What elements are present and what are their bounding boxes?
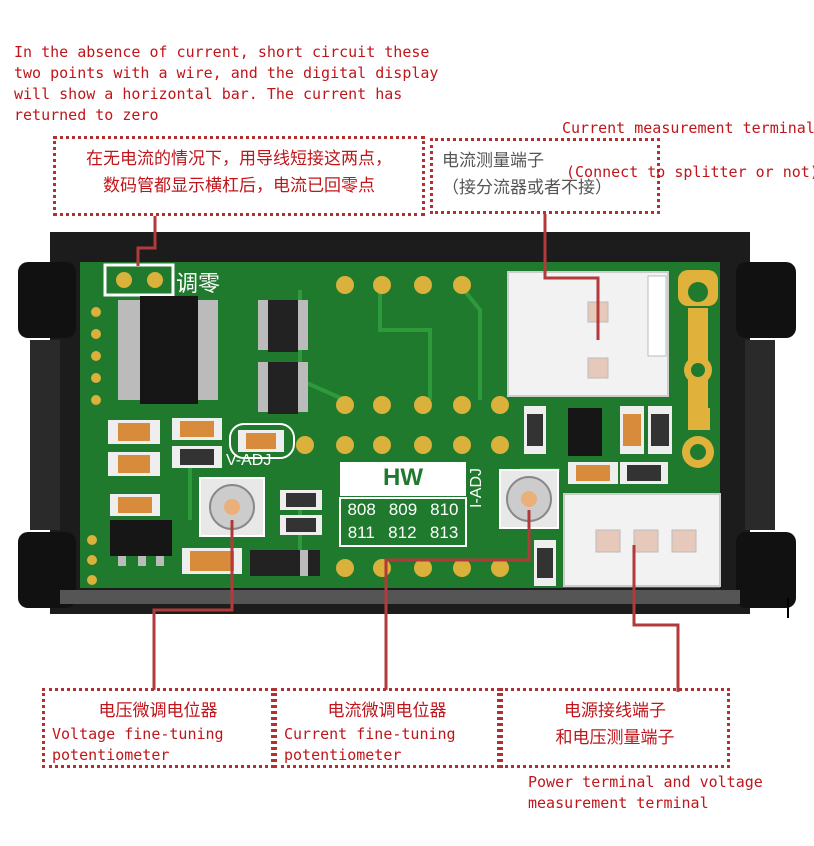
- housing-side-left: [30, 340, 60, 530]
- zero-pad-1: [116, 272, 132, 288]
- zero-pad-2: [147, 272, 163, 288]
- transistor-chip: [568, 408, 602, 456]
- hw-codes-frame: [339, 497, 467, 547]
- hw-code-810: 810: [430, 500, 459, 519]
- power-terminal-cn-line2: 和电压测量端子: [555, 728, 675, 748]
- power-terminal-box: [500, 688, 730, 768]
- regulator-chip: [110, 520, 172, 556]
- power-terminal-cn-line1: 电源接线端子: [564, 701, 666, 721]
- housing-clip-bottom-left: [18, 532, 76, 608]
- current-terminal-cn-line2: （接分流器或者不接）: [442, 178, 612, 198]
- hw-code-812: 812: [388, 523, 417, 542]
- leader-lines: [136, 214, 680, 692]
- hw-code-813: 813: [429, 523, 459, 542]
- vadj-label: V-ADJ: [226, 452, 272, 469]
- zero-adjust-note-box: [53, 136, 425, 216]
- smd-capacitors: [108, 406, 672, 586]
- voltage-pot-box: [42, 688, 274, 768]
- zero-adjust-note-en: In the absence of current, short circuit…: [14, 43, 439, 124]
- housing-clip-bottom-right: [736, 532, 796, 608]
- housing-clip-top-right: [736, 262, 796, 338]
- housing-side-right: [745, 340, 775, 530]
- hw-label-bg: [340, 462, 466, 496]
- zero-adjust-note-cn-line2: 数码管都显示横杠后，电流已回零点: [103, 176, 375, 196]
- hw-label: HW: [383, 464, 423, 491]
- iadj-label: I-ADJ: [468, 468, 485, 508]
- housing-clip-top-left: [18, 262, 76, 338]
- current-terminal-label-en: Current measurement terminal: [562, 119, 814, 137]
- vadj-outline: [229, 423, 295, 459]
- inductor-1: [268, 300, 298, 352]
- voltage-pot-label-en: Voltage fine-tuning potentiometer: [52, 725, 224, 764]
- inductor-2: [268, 362, 298, 414]
- voltage-pot-label-cn: 电压微调电位器: [98, 701, 218, 721]
- current-terminal-box: [430, 138, 660, 214]
- power-terminal-label-cn: 电源接线端子 和电压测量端子: [500, 698, 730, 752]
- hw-code-808: 808: [347, 500, 376, 519]
- hw-code-811: 811: [347, 523, 375, 542]
- hw-codes-row2: 811 812 813: [341, 523, 465, 543]
- pin-column-left: [87, 307, 101, 585]
- zero-adjust-note-cn-line1: 在无电流的情况下，用导线短接这两点，: [86, 149, 392, 169]
- hw-code-809: 809: [388, 500, 418, 519]
- power-terminal-label-en: Power terminal and voltage measurement t…: [528, 773, 763, 812]
- zero-adjust-note-cn: 在无电流的情况下，用导线短接这两点， 数码管都显示横杠后，电流已回零点: [58, 146, 420, 200]
- current-pot-box: [274, 688, 500, 768]
- display-pin-holes: [296, 276, 509, 577]
- current-terminal-cn-line1: 电流测量端子: [442, 151, 544, 171]
- current-terminal-label-en2: (Connect to splitter or not): [566, 163, 814, 181]
- housing-bottom-edge: [60, 590, 740, 604]
- current-terminal-connector: [507, 271, 669, 397]
- diode: [250, 550, 320, 576]
- current-terminal-label-cn: 电流测量端子 （接分流器或者不接）: [442, 148, 612, 202]
- hw-codes-row1: 808 809 810: [341, 500, 465, 520]
- zero-adjust-label: 调零: [176, 271, 221, 296]
- current-pot-label-cn: 电流微调电位器: [327, 701, 447, 721]
- current-pot-label-en: Current fine-tuning potentiometer: [284, 725, 456, 764]
- ic-chip: [140, 296, 198, 404]
